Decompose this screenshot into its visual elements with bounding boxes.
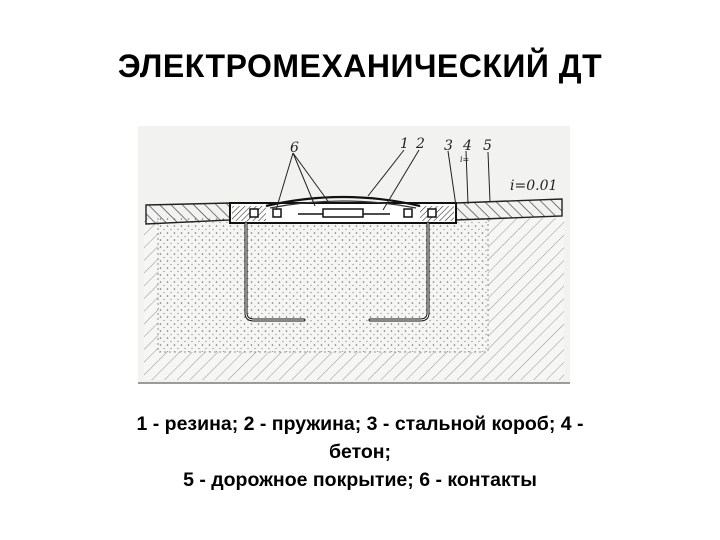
callout-1: 1 (400, 136, 409, 152)
contact-3 (403, 208, 413, 218)
callout-leaders (275, 149, 491, 211)
callout-3: 3 (444, 138, 453, 154)
sensor-cross-section-drawing: 6 1 2 3 4 5 i= i=0.01 (138, 126, 570, 384)
box-edge-left (232, 206, 266, 221)
caption-line-3: 5 - дорожное покрытие; 6 - контакты (183, 469, 537, 491)
slope-label-small: i= (460, 155, 469, 164)
contact-1 (249, 208, 259, 218)
caption-line-2: бетон; (328, 441, 392, 463)
figure-caption: 1 - резина; 2 - пружина; 3 - стальной ко… (60, 410, 660, 494)
box-edge-right (420, 206, 454, 221)
contact-4 (427, 208, 437, 218)
slide-title: ЭЛЕКТРОМЕХАНИЧЕСКИЙ ДТ (117, 48, 603, 84)
rubber-cover (265, 195, 421, 208)
spring (322, 208, 364, 218)
caption-line-1: 1 - резина; 2 - пружина; 3 - стальной ко… (136, 413, 584, 435)
contact-2 (272, 208, 282, 218)
road-surface-left (145, 202, 231, 225)
callout-4: 4 (462, 138, 472, 154)
callout-2: 2 (415, 136, 425, 152)
road-surface-right (455, 198, 563, 221)
callout-5: 5 (483, 138, 492, 154)
callout-6: 6 (290, 140, 299, 156)
slope-label: i=0.01 (510, 178, 557, 194)
